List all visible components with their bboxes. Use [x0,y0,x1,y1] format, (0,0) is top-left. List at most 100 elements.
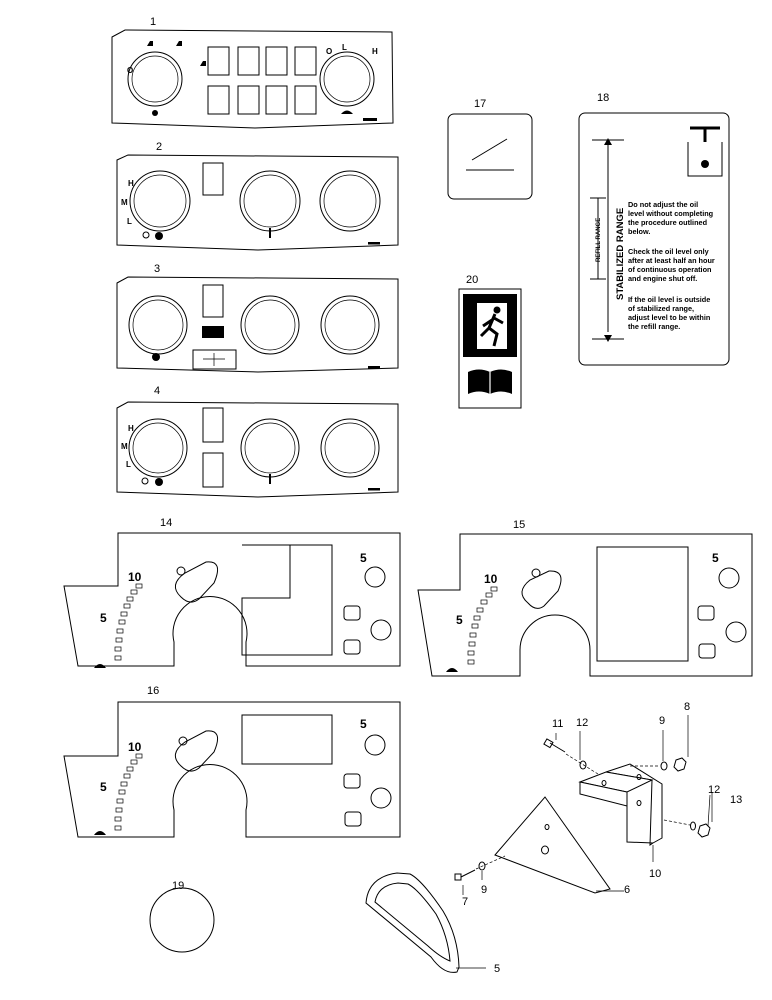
light-icon [152,110,158,116]
nut-8 [673,757,687,772]
switch-slot [202,407,224,443]
part-number-tag-2 [368,242,380,245]
fan-icon [155,478,163,486]
throttle-lever-icon [466,138,514,171]
round-hole [725,621,747,643]
instruction-line: the procedure outlined [628,218,707,227]
nut-13 [697,823,711,838]
knob-l-label: L [342,43,347,52]
callout-13: 13 [730,794,742,806]
off-indicator-icon [142,231,150,239]
round-hole [370,787,392,809]
speed-m-label-4: M [121,442,128,451]
callout-20: 20 [466,274,478,286]
up-button [697,605,715,621]
throttle-5-label: 5 [100,780,107,794]
down-button [344,811,362,827]
part-number-tag-4 [368,488,380,491]
decal-15: 15 10 5 5 [417,519,753,677]
wiper-icon [341,110,353,114]
loader-icon-2 [166,41,182,46]
knob-o-label-right: O [326,47,332,56]
lever-slot [521,570,562,609]
part-number-tag [363,118,377,121]
callout-4: 4 [154,385,160,397]
callout-7: 7 [462,896,468,908]
switch-slot [202,284,224,318]
decal-3: 3 [116,263,399,373]
throttle-10-label: 10 [128,570,142,584]
thermometer-icon [269,474,271,484]
callout-14: 14 [160,517,172,529]
instruction-line: the refill range. [628,322,680,331]
decal-17: 17 [447,98,533,200]
washer-9-lower [478,861,486,871]
round-hole [370,619,392,641]
loader-icon-3 [190,61,206,66]
refill-range-label: REFILL RANGE [596,218,602,262]
indicator-lamp [176,566,186,576]
callout-18: 18 [597,92,609,104]
callout-12: 12 [576,717,588,729]
bracket-assembly: 11 12 9 8 12 13 7 9 6 10 [454,701,742,908]
callout-10: 10 [649,868,661,880]
callout-12-lower: 12 [708,784,720,796]
callout-6: 6 [624,884,630,896]
indicator-lamp [178,736,188,746]
loader-icon [137,41,153,46]
speed-l-label: L [127,217,132,226]
decal-4: 4 H M L [116,385,399,498]
instruction-line: If the oil level is outside [628,295,710,304]
throttle-5-label: 5 [100,611,107,625]
speed-h-label-4: H [128,424,134,433]
manual-book-icon [468,369,512,394]
heater-icon [202,326,224,338]
turtle-icon [94,831,106,835]
turtle-icon [446,668,458,672]
instruction-line: Do not adjust the oil [628,200,698,209]
callout-5: 5 [494,963,500,975]
throttle-5-label: 5 [456,613,463,627]
callout-19: 19 [172,880,184,892]
speed-5-label: 5 [360,551,367,565]
instruction-line: Check the oil level only [628,247,710,256]
up-button [343,605,361,621]
instruction-line: adjust level to be within [628,313,710,322]
washer-9 [660,761,668,771]
callout-15: 15 [513,519,525,531]
rotary-dial [718,567,740,589]
lever-slot [174,730,219,772]
bolt-11 [543,738,599,775]
display-window [241,714,333,765]
rotary-dial [364,734,386,756]
instruction-line: and engine shut off. [628,274,697,283]
knob-o-label: O [127,66,133,75]
speed-m-label: M [121,198,128,207]
throttle-bar-scale [467,586,498,665]
speed-l-label-4: L [126,460,131,469]
speed-h-label: H [128,179,134,188]
callout-9-lower: 9 [481,884,487,896]
display-window [596,546,689,662]
decal-2: 2 H M L [116,141,399,251]
up-button [343,773,361,789]
plate-6 [494,796,611,894]
instruction-line: of continuous operation [628,265,712,274]
oil-instructions: Do not adjust the oil level without comp… [628,200,715,331]
callout-2: 2 [156,141,162,153]
decal-19: 19 [149,880,215,953]
decal-20: 20 [458,274,522,409]
switch-slot [202,452,224,488]
washer-12-lower [690,821,696,831]
callout-16: 16 [147,685,159,697]
decal-14: 14 10 5 5 [63,517,401,668]
switch-slot-wide [192,349,237,370]
instruction-line: after at least half an hour [628,256,715,265]
decal-18: 18 STABILIZED RANGE REFILL RANGE Do not … [578,92,730,366]
stabilized-range-label: STABILIZED RANGE [615,208,626,300]
washer-12 [579,760,587,770]
callout-17: 17 [474,98,486,110]
rotary-dial [364,566,386,588]
callout-1: 1 [150,16,156,28]
